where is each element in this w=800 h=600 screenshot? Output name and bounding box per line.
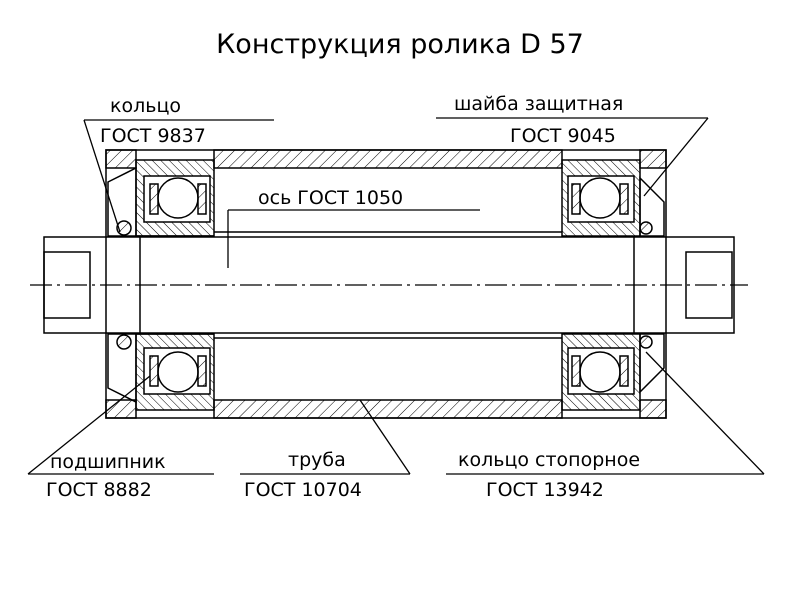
label-ring-std: ГОСТ 9837: [100, 125, 206, 147]
left-bearings: [149, 177, 207, 393]
right-bearings: [571, 177, 629, 393]
label-tube-name: труба: [288, 449, 346, 471]
label-washer-std: ГОСТ 9045: [510, 125, 616, 147]
label-retaining-ring-std: ГОСТ 13942: [486, 479, 604, 501]
label-ring-name: кольцо: [110, 95, 181, 117]
label-bearing-std: ГОСТ 8882: [46, 479, 152, 501]
label-bearing-name: подшипник: [50, 451, 166, 473]
label-washer-name: шайба защитная: [454, 93, 623, 115]
label-tube-std: ГОСТ 10704: [244, 479, 362, 501]
bearing-ball-top-right: [579, 177, 621, 219]
bearing-ball-top-left: [157, 177, 199, 219]
diagram-title: Конструкция ролика D 57: [216, 29, 584, 60]
bearing-ball-bottom-right: [579, 351, 621, 393]
leader-lines: [27, 117, 765, 475]
bearing-ball-bottom-left: [157, 351, 199, 393]
label-axle: ось ГОСТ 1050: [258, 187, 403, 209]
label-retaining-ring-name: кольцо стопорное: [458, 449, 640, 471]
right-seal: [633, 176, 665, 394]
